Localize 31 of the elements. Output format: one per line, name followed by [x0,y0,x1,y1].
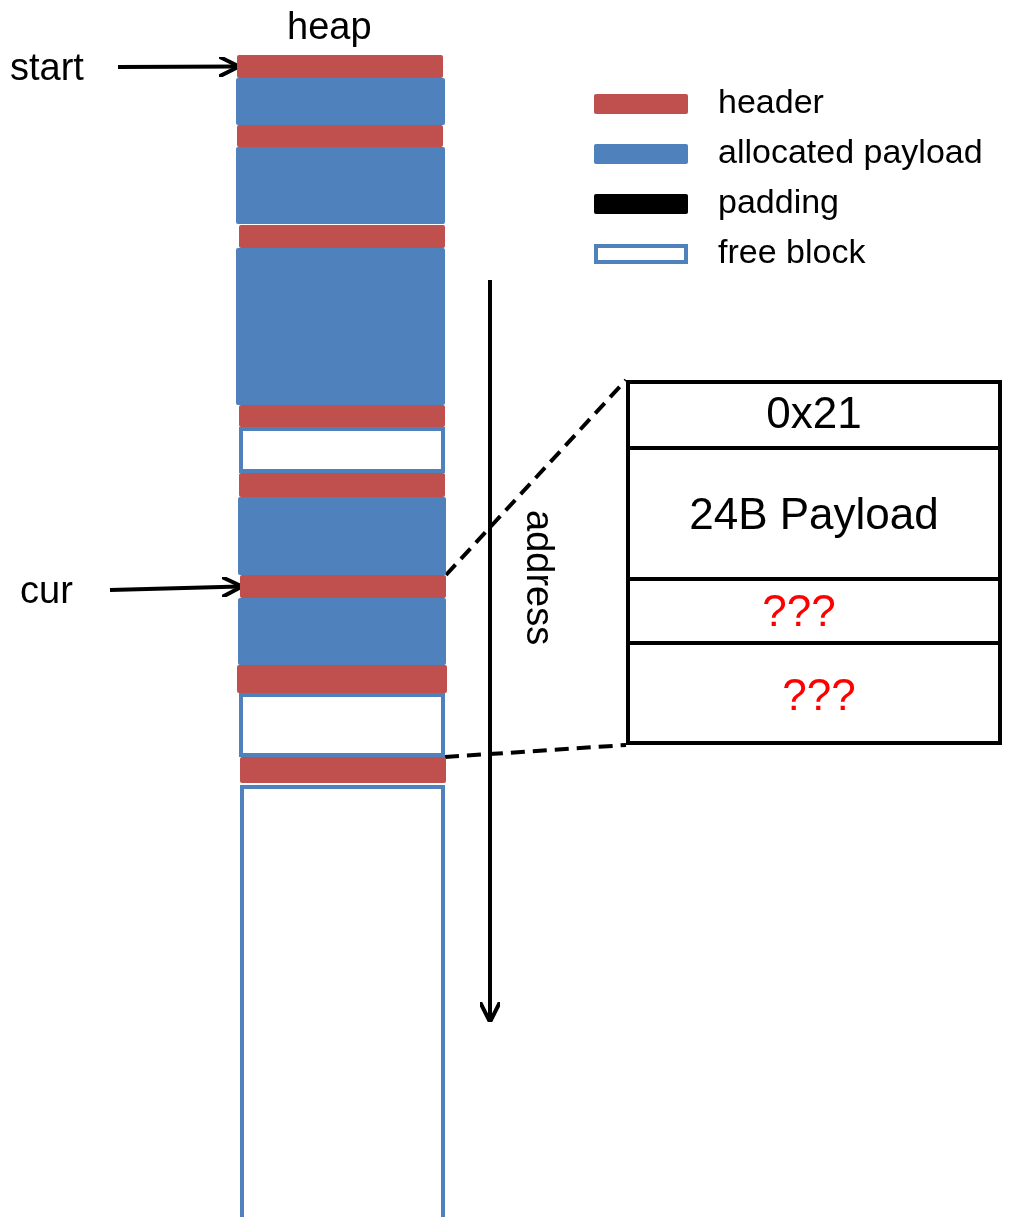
free-block [240,785,445,1217]
payload-block [238,497,446,575]
legend-label: free block [718,232,866,271]
free-block [239,693,445,757]
header-block [237,665,447,693]
zoom-guide-line [444,743,627,759]
payload-block [236,78,445,125]
free-block [239,427,445,473]
legend-label: padding [718,182,839,221]
header-block [240,575,446,598]
legend-label: header [718,82,824,121]
payload-block [238,598,446,665]
header-block [239,225,445,248]
legend-label: allocated payload [718,132,983,171]
header-block [240,757,446,783]
pointer-label: cur [20,565,100,615]
memory-block-table [626,380,1002,745]
header-block [239,405,445,427]
pointer-label: start [10,42,110,92]
table-cell: ??? [626,641,1002,745]
table-cell: ??? [626,577,1002,641]
header-block [239,473,445,497]
column-heading: heap [287,5,372,48]
payload-block [236,147,445,224]
table-cell: 24B Payload [626,446,1002,577]
axis-label: address [518,510,561,646]
header-block [237,55,443,78]
payload-block [236,248,445,405]
zoom-guide-line [444,378,628,577]
header-block [237,125,443,147]
table-cell: 0x21 [626,380,1002,446]
